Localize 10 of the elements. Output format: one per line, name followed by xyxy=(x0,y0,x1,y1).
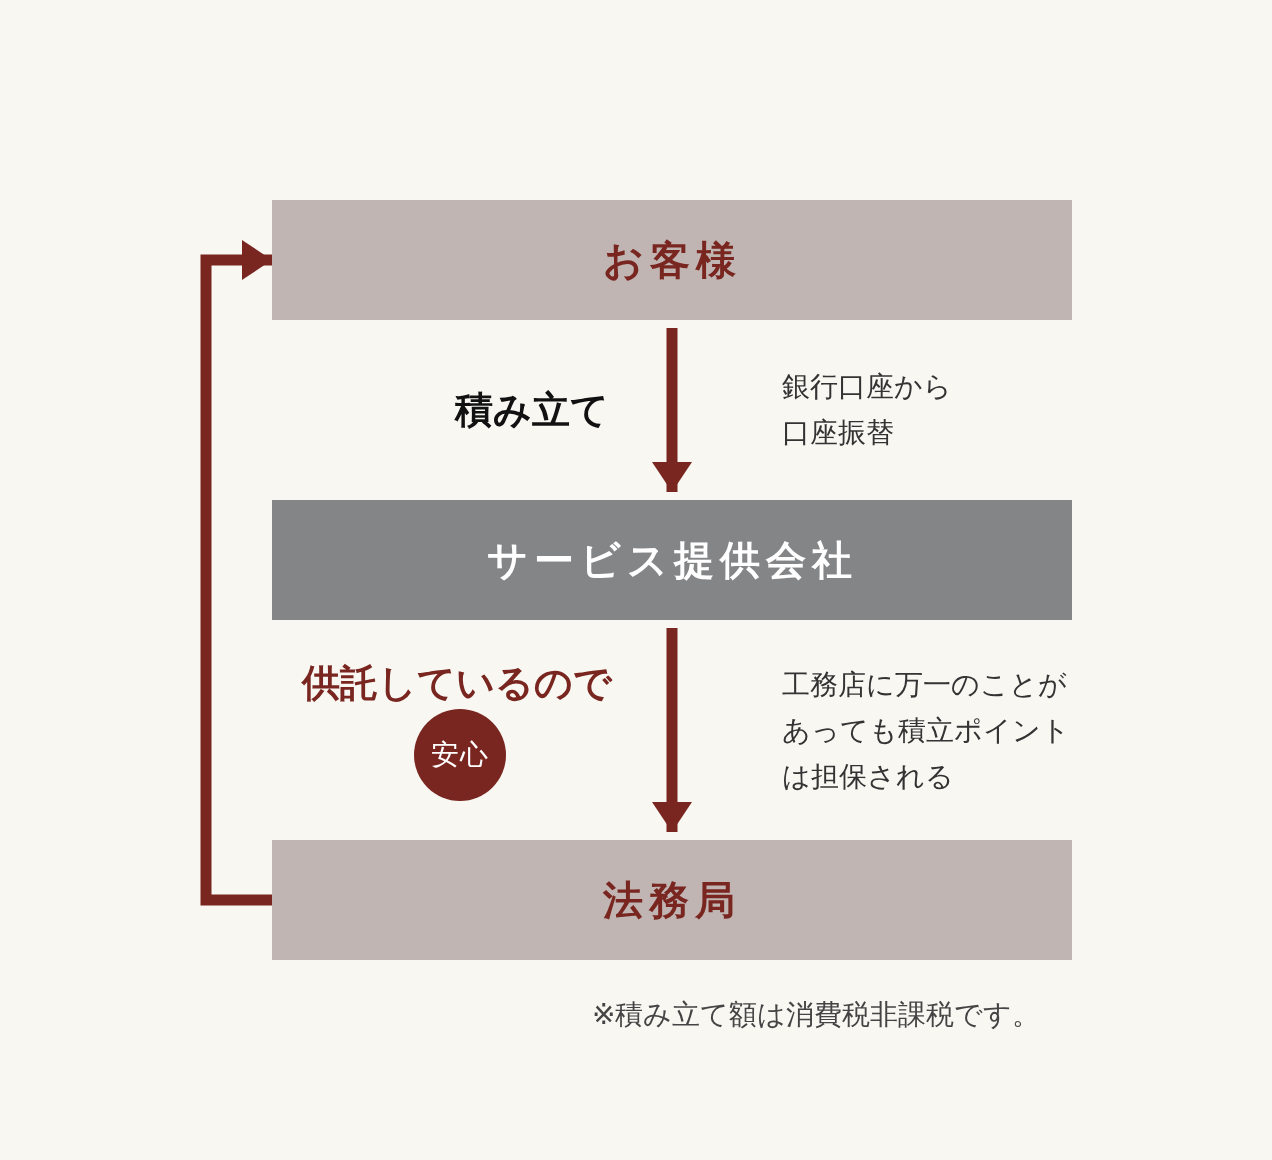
arrow xyxy=(652,328,692,492)
process-box: サービス提供会社 xyxy=(272,500,1072,620)
process-box: 法務局 xyxy=(272,840,1072,960)
arrow xyxy=(200,240,272,906)
note-text: 銀行口座から口座振替 xyxy=(782,369,953,451)
note-text: 工務店に万一のことがあっても積立ポイントは担保される xyxy=(782,667,1071,795)
footnote-text: ※積み立て額は消費税非課税です。 xyxy=(592,997,1041,1033)
process-box: お客様 xyxy=(272,200,1072,320)
circle-badge: 安心 xyxy=(414,709,506,801)
arrow xyxy=(652,628,692,832)
